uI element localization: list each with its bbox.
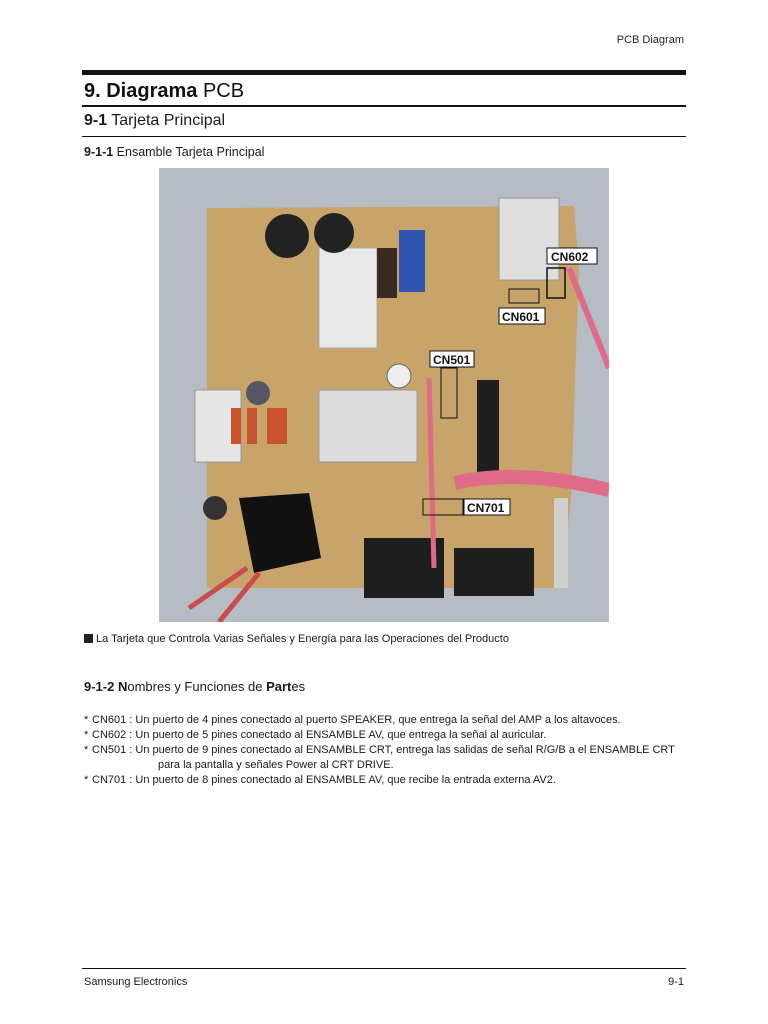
parts-heading-number: 9-1-2 (84, 679, 118, 694)
inductor (377, 248, 397, 298)
av-jacks-left (364, 538, 444, 598)
list-bullet: * (84, 774, 89, 786)
capacitor-3 (246, 381, 270, 405)
footer-rule (82, 968, 686, 969)
cn602-label: CN602 (551, 250, 589, 264)
cn701-label: CN701 (467, 501, 505, 515)
resistor-4 (277, 408, 287, 444)
parts-heading-mid: ombres y Funciones de (127, 679, 267, 694)
subsubsection-number: 9-1-1 (84, 145, 114, 159)
list-item-text: CN701 : Un puerto de 8 pines conectado a… (92, 774, 556, 786)
parts-description-list: *CN601 : Un puerto de 4 pines conectado … (84, 713, 684, 788)
av-jacks-right (454, 548, 534, 596)
parts-heading: 9-1-2 Nombres y Funciones de Partes (84, 679, 305, 695)
label-box-cn701 (463, 498, 511, 516)
pcb-photo: CN602 CN601 CN501 CN701 (159, 168, 609, 622)
list-bullet: * (84, 744, 89, 756)
red-wires (187, 565, 261, 622)
ic-chip (477, 380, 499, 476)
list-item-text: para la pantalla y señales Power al CRT … (158, 759, 394, 771)
list-item: *CN602 : Un puerto de 5 pines conectado … (84, 728, 684, 743)
footer-page-number: 9-1 (668, 976, 684, 988)
cn602-marker (546, 267, 566, 299)
cn601-label: CN601 (502, 310, 540, 324)
cn501-label: CN501 (433, 353, 471, 367)
title-rest: PCB (197, 80, 245, 102)
list-item-text: CN601 : Un puerto de 4 pines conectado a… (92, 714, 621, 726)
parts-heading-n: N (117, 679, 128, 694)
capacitor-2 (314, 213, 354, 253)
list-item-text: CN501 : Un puerto de 9 pines conectado a… (92, 744, 675, 756)
list-item-text: CN602 : Un puerto de 5 pines conectado a… (92, 729, 547, 741)
photo-caption: La Tarjeta que Controla Varias Señales y… (84, 632, 509, 646)
subsection-text: Tarjeta Principal (107, 112, 226, 129)
title-number: 9. Diagram (84, 80, 187, 102)
parts-heading-end: es (291, 679, 306, 694)
capacitor-1 (265, 214, 309, 258)
resistor-1 (231, 408, 241, 444)
cn501-marker (440, 367, 458, 419)
heatsink-right (498, 197, 560, 281)
capacitor-5 (203, 496, 227, 520)
subsection-rule (82, 136, 686, 137)
footer-company: Samsung Electronics (84, 976, 188, 988)
list-item: *CN701 : Un puerto de 8 pines conectado … (84, 773, 684, 788)
cn701-marker (422, 498, 464, 516)
subsection-title: 9-1 Tarjeta Principal (84, 111, 225, 131)
ribbon-cable-1 (453, 469, 609, 497)
cable-right (566, 266, 609, 370)
cable-mid (426, 377, 437, 569)
capacitor-4 (386, 363, 412, 389)
subsubsection-text: Ensamble Tarjeta Principal (113, 145, 265, 159)
resistor-2 (247, 408, 257, 444)
list-item-continuation: para la pantalla y señales Power al CRT … (84, 758, 684, 773)
cn601-marker (508, 288, 540, 304)
tuner-rod (554, 498, 568, 588)
flyback-transformer (239, 493, 321, 573)
list-bullet: * (84, 729, 89, 741)
center-shield (318, 389, 418, 463)
list-item: *CN501 : Un puerto de 9 pines conectado … (84, 743, 684, 758)
label-box-cn602 (546, 247, 598, 265)
title-bold-tail: a (186, 80, 198, 102)
list-bullet: * (84, 714, 89, 726)
resistor-3 (267, 408, 277, 444)
title-rule (82, 105, 686, 107)
label-box-cn601 (498, 307, 546, 325)
running-header: PCB Diagram (616, 34, 684, 46)
parts-heading-bold: Part (266, 679, 292, 694)
heatsink-center (318, 247, 378, 349)
transformer (399, 230, 425, 292)
bullet-square-icon (84, 634, 93, 643)
list-item: *CN601 : Un puerto de 4 pines conectado … (84, 713, 684, 728)
header-rule (82, 70, 686, 75)
label-box-cn501 (429, 350, 475, 368)
caption-text: La Tarjeta que Controla Varias Señales y… (96, 633, 509, 645)
subsection-number: 9-1 (84, 112, 108, 129)
subsubsection-title: 9-1-1 Ensamble Tarjeta Principal (84, 144, 264, 160)
page-title: 9. Diagrama PCB (84, 79, 244, 103)
